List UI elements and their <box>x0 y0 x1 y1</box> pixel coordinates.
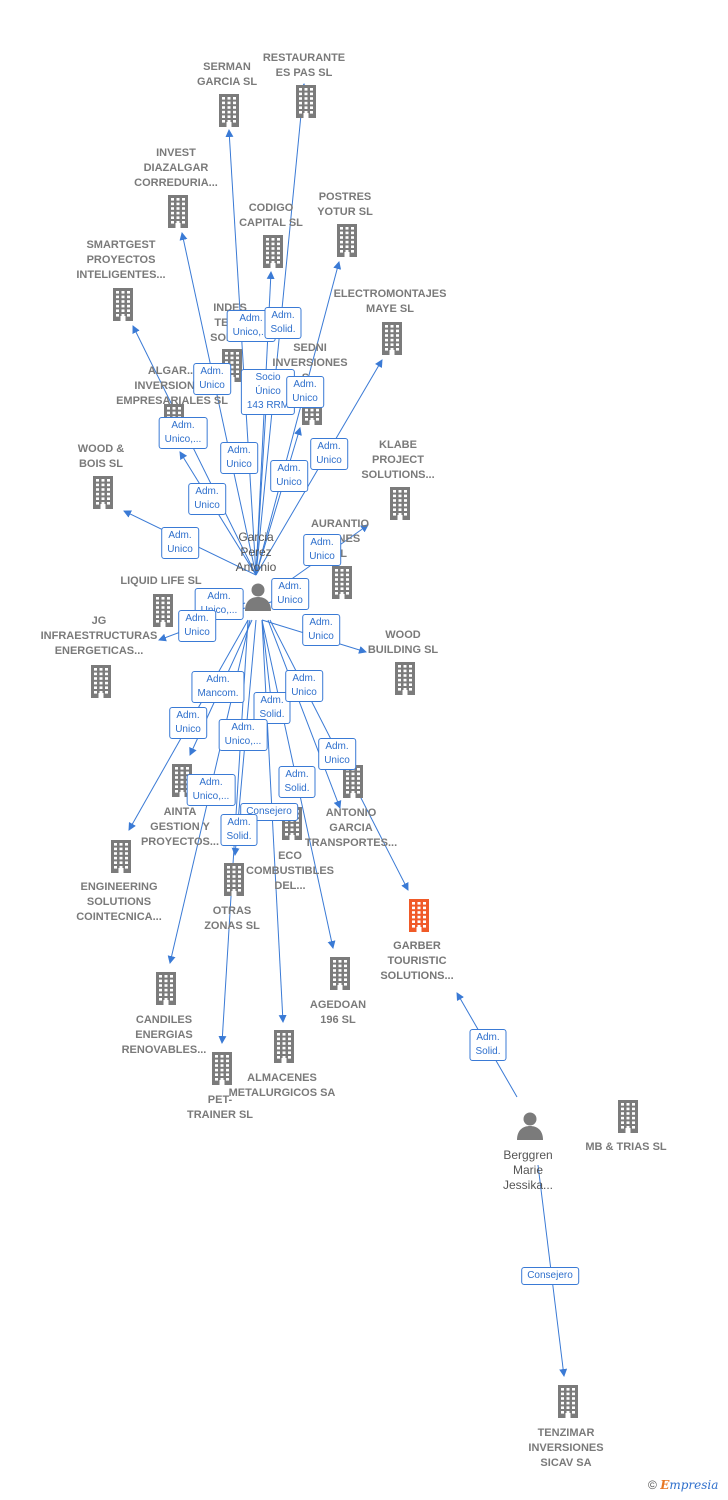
company-label[interactable]: ECO COMBUSTIBLES DEL... <box>246 850 334 892</box>
relationship-label[interactable]: Adm. Unico <box>302 614 340 646</box>
company-label[interactable]: INVEST DIAZALGAR CORREDURIA... <box>134 147 218 189</box>
relationship-label[interactable]: Adm. Unico <box>178 610 216 642</box>
relationship-label[interactable]: Adm. Unico <box>285 670 323 702</box>
company-label[interactable]: PET- TRAINER SL <box>187 1094 253 1121</box>
relationship-label[interactable]: Adm. Solid. <box>253 692 291 724</box>
company-label[interactable]: KLABE PROJECT SOLUTIONS... <box>361 439 435 481</box>
company-label[interactable]: ANTONIO GARCIA TRANSPORTES... <box>304 807 398 849</box>
building-icon[interactable] <box>218 93 240 132</box>
company-label[interactable]: ALGAR... INVERSIONES EMPRESARIALES SL <box>116 365 228 407</box>
company-label[interactable]: ENGINEERING SOLUTIONS COINTECNICA... <box>76 881 162 923</box>
person-icon[interactable] <box>243 582 273 617</box>
company-label[interactable]: GARBER TOURISTIC SOLUTIONS... <box>380 940 454 982</box>
relationship-label[interactable]: Adm. Unico <box>220 442 258 474</box>
relationship-label[interactable]: Adm. Unico <box>271 578 309 610</box>
building-icon[interactable] <box>336 223 358 262</box>
company-label[interactable]: SMARTGEST PROYECTOS INTELIGENTES... <box>76 239 166 281</box>
relationship-edge <box>179 232 257 576</box>
relationship-label[interactable]: Adm. Solid. <box>264 307 302 339</box>
relationship-label[interactable]: Adm. Unico <box>310 438 348 470</box>
company-label[interactable]: ELECTROMONTAJES MAYE SL <box>333 288 447 315</box>
relationship-edge <box>225 129 257 576</box>
building-icon[interactable] <box>92 475 114 514</box>
relationship-edge <box>267 619 342 809</box>
relationship-label[interactable]: Adm. Solid. <box>278 766 316 798</box>
company-label[interactable]: RESTAURANTE ES PAS SL <box>262 52 346 79</box>
company-label[interactable]: JG INFRAESTRUCTURAS ENERGETICAS... <box>40 615 158 657</box>
relationship-edge <box>132 325 257 576</box>
company-label[interactable]: MB & TRIAS SL <box>585 1141 667 1153</box>
person-label[interactable]: Garcia Perez Antonio <box>235 530 277 574</box>
relationship-label[interactable]: Adm. Unico,... <box>158 417 208 449</box>
company-label[interactable]: OTRAS ZONAS SL <box>204 905 260 932</box>
person-label[interactable]: Berggren Marie Jessika... <box>502 1148 553 1192</box>
relationship-edge <box>255 427 302 576</box>
building-icon[interactable] <box>262 234 284 273</box>
building-icon[interactable] <box>331 565 353 604</box>
relationship-label[interactable]: Adm. Solid. <box>469 1029 507 1061</box>
relationship-label[interactable]: Adm. Unico <box>286 376 324 408</box>
building-icon[interactable] <box>273 1029 295 1068</box>
relationship-label[interactable]: Adm. Unico <box>188 483 226 515</box>
building-icon[interactable] <box>381 321 403 360</box>
building-icon[interactable] <box>394 661 416 700</box>
building-icon[interactable] <box>167 194 189 233</box>
brand-logo: Empresia <box>660 1478 719 1492</box>
relationship-label[interactable]: Socio Único 143 RRM <box>240 369 296 415</box>
company-label[interactable]: AGEDOAN 196 SL <box>309 999 367 1026</box>
company-label[interactable]: CANDILES ENERGIAS RENOVABLES... <box>121 1014 207 1056</box>
relationship-label[interactable]: Adm. Unico <box>193 363 231 395</box>
company-label[interactable]: WOOD & BOIS SL <box>77 443 125 470</box>
building-icon[interactable] <box>557 1384 579 1423</box>
building-icon[interactable] <box>211 1051 233 1090</box>
company-label[interactable]: SERMAN GARCIA SL <box>196 61 258 88</box>
company-label[interactable]: POSTRES YOTUR SL <box>317 191 373 218</box>
footer-brand: © Empresia <box>648 1478 718 1492</box>
company-label[interactable]: ALMACENES METALURGICOS SA <box>228 1072 336 1099</box>
building-icon[interactable] <box>112 287 134 326</box>
relationship-label[interactable]: Adm. Unico <box>318 738 356 770</box>
relationship-label[interactable]: Adm. Solid. <box>220 814 258 846</box>
copyright-symbol: © <box>648 1478 657 1492</box>
company-label[interactable]: TENZIMAR INVERSIONES SICAV SA <box>528 1427 604 1469</box>
relationship-label[interactable]: Adm. Unico <box>303 534 341 566</box>
relationship-label[interactable]: Consejero <box>521 1267 579 1285</box>
company-label[interactable]: CODIGO CAPITAL SL <box>239 202 303 229</box>
relationship-edge <box>261 619 287 1023</box>
relationship-label[interactable]: Adm. Unico <box>169 707 207 739</box>
building-icon[interactable] <box>408 898 430 937</box>
relationship-label[interactable]: Adm. Unico,... <box>186 774 236 806</box>
relationship-label[interactable]: Adm. Unico <box>161 527 199 559</box>
building-icon[interactable] <box>155 971 177 1010</box>
building-icon[interactable] <box>152 593 174 632</box>
relationship-edge <box>255 261 342 576</box>
building-icon[interactable] <box>389 486 411 525</box>
building-icon[interactable] <box>90 664 112 703</box>
building-icon[interactable] <box>617 1099 639 1138</box>
building-icon[interactable] <box>110 839 132 878</box>
building-icon[interactable] <box>342 764 364 803</box>
company-label[interactable]: WOOD BUILDING SL <box>367 629 439 656</box>
relationship-label[interactable]: Adm. Mancom. <box>191 671 245 703</box>
building-icon[interactable] <box>295 84 317 123</box>
company-label[interactable]: LIQUID LIFE SL <box>120 575 202 587</box>
relationship-label[interactable]: Adm. Unico,... <box>218 719 268 751</box>
building-icon[interactable] <box>329 956 351 995</box>
relationship-label[interactable]: Adm. Unico <box>270 460 308 492</box>
company-label[interactable]: AINTA GESTION Y PROYECTOS... <box>140 806 220 848</box>
building-icon[interactable] <box>223 862 245 901</box>
person-icon[interactable] <box>515 1111 545 1146</box>
